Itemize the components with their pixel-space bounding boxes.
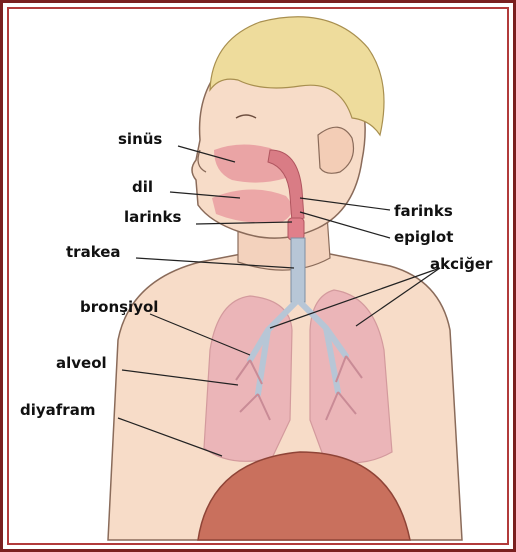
label-sinus: sinüs — [118, 132, 162, 147]
larynx-shape — [288, 218, 304, 240]
label-epiglot: epiglot — [394, 230, 453, 245]
label-akciger: akciğer — [430, 257, 492, 272]
label-alveol: alveol — [56, 356, 107, 371]
label-trakea: trakea — [66, 245, 121, 260]
label-diyafram: diyafram — [20, 403, 95, 418]
label-larinks: larinks — [124, 210, 181, 225]
label-dil: dil — [132, 180, 153, 195]
trachea-shape — [291, 238, 305, 302]
label-farinks: farinks — [394, 204, 453, 219]
label-bronsiyol: bronşiyol — [80, 300, 158, 315]
